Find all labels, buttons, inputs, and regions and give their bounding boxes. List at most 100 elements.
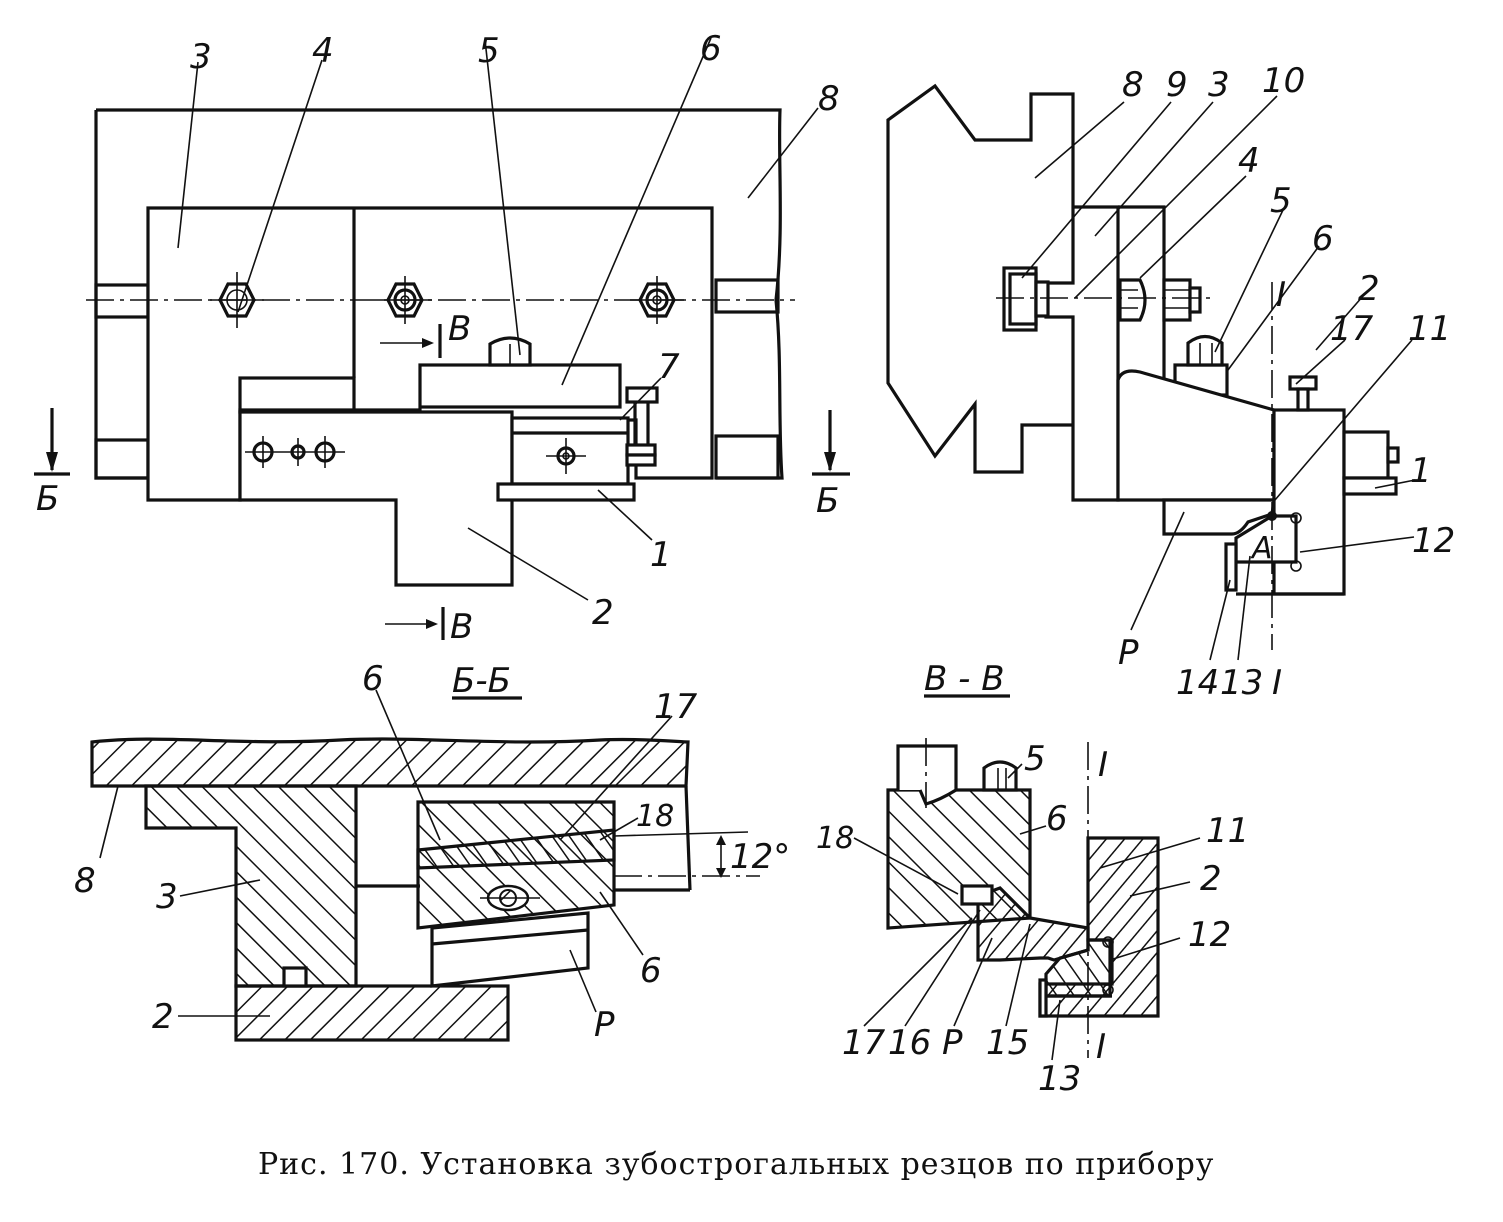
vv-label-18: 18 [816, 821, 854, 856]
side-part-3 [1071, 205, 1120, 502]
side-part-1-base [1342, 476, 1398, 496]
bb-label-8: 8 [74, 861, 96, 901]
label-4: 4 [312, 31, 334, 71]
bb-label-3: 3 [156, 877, 178, 917]
side-label-4: 4 [1238, 141, 1260, 181]
side-label-2: 2 [1358, 269, 1380, 309]
bb-label-18: 18 [636, 799, 674, 834]
part-8-left-guide [94, 283, 150, 319]
label-6: 6 [700, 29, 722, 69]
part-6-wedge [418, 363, 622, 409]
bb-label-2: 2 [152, 997, 174, 1037]
bb-part-8 [90, 737, 690, 788]
side-part-14 [1224, 542, 1238, 592]
vv-label-p: Р [942, 1023, 963, 1063]
side-part-1-block [1342, 430, 1390, 480]
bb-angle-dimension [716, 835, 726, 878]
section-mark-b-right: Б [816, 481, 839, 521]
side-cutter-tip [1162, 498, 1276, 536]
section-vv: В - В [816, 659, 1249, 1099]
section-bb: Б-Б [74, 659, 790, 1045]
section-arrow-v-bottom [385, 607, 445, 640]
bb-leaders [99, 689, 673, 1017]
side-leaders [1021, 95, 1416, 661]
side-part-8 [886, 83, 1075, 474]
vv-post [896, 744, 958, 806]
bb-part-17-band [416, 828, 616, 870]
side-axis-bottom: I [1272, 663, 1282, 703]
label-1: 1 [650, 535, 672, 575]
side-label-a: А [1250, 531, 1273, 566]
vv-label-2: 2 [1200, 859, 1222, 899]
side-label-14: 14 [1176, 663, 1219, 703]
side-label-9: 9 [1166, 65, 1188, 105]
vv-part-17 [960, 884, 994, 906]
label-7: 7 [658, 347, 680, 387]
nut-4-right [630, 276, 684, 324]
front-leaders [177, 37, 819, 601]
nut-4-left [210, 272, 264, 328]
side-label-3: 3 [1208, 65, 1230, 105]
side-cutter-p [1116, 369, 1276, 502]
side-part-2 [1272, 408, 1346, 596]
side-label-6: 6 [1312, 219, 1334, 259]
part-7-screw [625, 386, 659, 467]
part-8-left-guide-lower [94, 438, 150, 480]
section-arrow-b-left [34, 408, 70, 476]
section-vv-title: В - В [924, 659, 1005, 699]
side-nut-4 [1118, 278, 1147, 322]
bb-label-p: Р [594, 1005, 615, 1045]
part-8-right-guide [714, 278, 780, 314]
part-2-device [238, 410, 514, 587]
side-label-17: 17 [1330, 309, 1374, 349]
vv-label-15: 15 [986, 1023, 1029, 1063]
section-arrow-b-right [812, 410, 850, 476]
side-view: 8 9 3 10 4 5 6 17 2 11 1 12 Р 14 13 А I … [886, 61, 1455, 703]
bb-cutter-p [430, 911, 590, 988]
label-8: 8 [818, 79, 840, 119]
section-arrow-v-top [380, 324, 442, 358]
part-1-base [496, 482, 636, 502]
bb-label-6-top: 6 [362, 659, 384, 699]
side-part-10 [1118, 205, 1166, 385]
side-label-8: 8 [1122, 65, 1144, 105]
bb-label-6-bottom: 6 [640, 951, 662, 991]
side-axis-top: I [1276, 275, 1286, 315]
front-view: 3 4 5 6 8 7 1 2 Б Б В В [34, 29, 850, 647]
vv-part-5-screw [982, 760, 1018, 792]
vv-label-11: 11 [1206, 811, 1249, 851]
bb-label-17: 17 [654, 687, 698, 727]
side-part-17 [1288, 375, 1318, 391]
side-part-5-screw [1186, 334, 1224, 367]
vv-leaders [853, 763, 1201, 1061]
side-label-11: 11 [1408, 309, 1451, 349]
section-mark-v-top: В [448, 309, 471, 349]
vv-label-16: 16 [888, 1023, 931, 1063]
label-5: 5 [478, 31, 500, 71]
label-2: 2 [592, 593, 614, 633]
vv-label-13: 13 [1038, 1059, 1081, 1099]
figure-caption: Рис. 170. Установка зубострогальных резц… [258, 1147, 1214, 1182]
vv-label-6: 6 [1046, 799, 1068, 839]
vv-label-12: 12 [1188, 915, 1231, 955]
vv-cutter-p [976, 886, 1090, 962]
side-label-1: 1 [1410, 451, 1432, 491]
label-3: 3 [190, 37, 212, 77]
nut-4-middle [378, 276, 432, 324]
device-holes [245, 436, 345, 468]
bb-label-angle: 12° [730, 837, 790, 877]
vv-label-17: 17 [842, 1023, 886, 1063]
section-mark-b-left: Б [36, 479, 59, 519]
side-label-p: Р [1118, 633, 1139, 673]
target-mark [546, 438, 586, 474]
vv-axis-top: I [1098, 745, 1108, 785]
vv-label-5: 5 [1024, 739, 1046, 779]
side-label-12: 12 [1412, 521, 1455, 561]
bb-part-2 [234, 984, 510, 1042]
side-label-5: 5 [1270, 181, 1292, 221]
section-mark-v-bottom: В [450, 607, 473, 647]
section-bb-title: Б-Б [452, 661, 511, 701]
side-label-10: 10 [1262, 61, 1305, 101]
vv-axis-bottom: I [1096, 1027, 1106, 1067]
